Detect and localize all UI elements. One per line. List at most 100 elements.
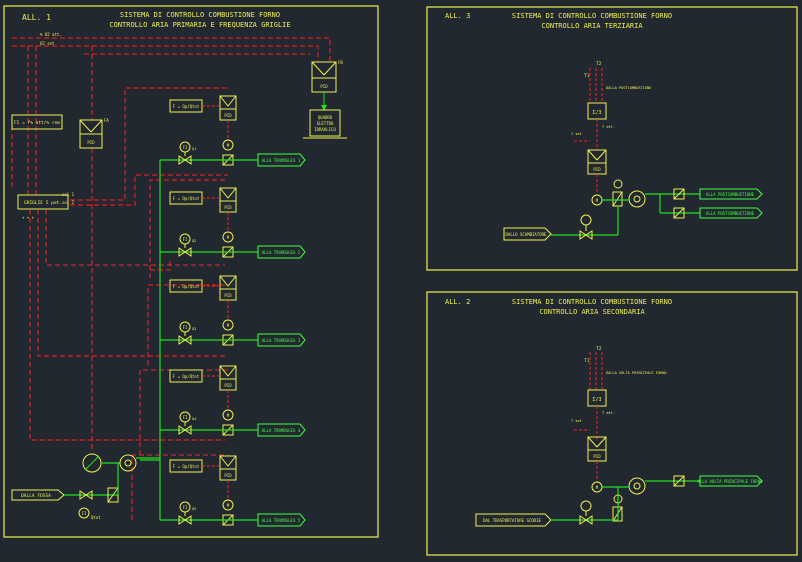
zone-valve bbox=[178, 515, 192, 525]
all1-grate-panel bbox=[17, 194, 69, 210]
all1-sig2: O2 set bbox=[40, 41, 55, 46]
zone-m: M bbox=[227, 503, 230, 508]
all1-grate-terminals: + + + bbox=[22, 215, 35, 220]
all2-title-line1: SISTEMA DI CONTROLLO COMBUSTIONE FORNO bbox=[512, 298, 672, 306]
all3-t-att: T att. bbox=[602, 125, 615, 129]
zone-fi: FI bbox=[183, 505, 188, 510]
all3-title-line1: SISTEMA DI CONTROLLO COMBUSTIONE FORNO bbox=[512, 12, 672, 20]
zone-valve bbox=[178, 247, 192, 257]
all1-pid-fa-label: PID bbox=[87, 140, 95, 145]
panel-all1: ALL. 1 SISTEMA DI CONTROLLO COMBUSTIONE … bbox=[3, 5, 379, 538]
zone-valve bbox=[178, 335, 192, 345]
panel-all2: ALL. 2 SISTEMA DI CONTROLLO COMBUSTIONE … bbox=[426, 291, 798, 556]
all3-pid: PID bbox=[593, 167, 601, 172]
zone-ratio: F = Qp/Qtot bbox=[173, 284, 200, 289]
zone-dest: ALLA TRAMOGGIA 4 bbox=[262, 428, 301, 433]
zone-motor bbox=[222, 409, 234, 421]
all2-pid: PID bbox=[593, 454, 601, 459]
all1-air-pipes bbox=[140, 159, 200, 521]
zone-motor bbox=[222, 139, 234, 151]
all3-temp-lines bbox=[589, 68, 603, 103]
zone-dest: ALLA TRAMOGGIA 2 bbox=[262, 250, 301, 255]
zone-m: M bbox=[227, 143, 230, 148]
zone-pid: PID bbox=[224, 205, 232, 210]
all1-title-line1: SISTEMA DI CONTROLLO COMBUSTIONE FORNO bbox=[120, 11, 280, 19]
all2-t-set: T set bbox=[571, 419, 582, 423]
panel-all3-frame bbox=[426, 6, 798, 271]
zone-motor bbox=[222, 319, 234, 331]
all1-fa-label: FA bbox=[104, 118, 109, 123]
all1-formula: FI = f% att/% rem bbox=[14, 120, 60, 126]
all1-source-arrow bbox=[11, 489, 65, 501]
all1-quadro-line3: IDRAULICO bbox=[314, 127, 336, 132]
zone-dest-arrow bbox=[257, 513, 306, 527]
all1-sel1: sel 1 bbox=[62, 192, 75, 197]
zone-dest-arrow bbox=[257, 153, 306, 167]
all3-tag: ALL. 3 bbox=[445, 12, 470, 20]
all3-t1: T1 bbox=[584, 73, 590, 79]
all2-fan bbox=[628, 477, 646, 495]
all3-t-set: T set bbox=[571, 132, 582, 136]
all3-fan bbox=[628, 190, 646, 208]
zone-dest: ALLA TRAMOGGIA 1 bbox=[262, 158, 301, 163]
all1-fb-label: FB bbox=[338, 60, 343, 65]
all3-from-post: DALLA POSTCOMBUSTIONE bbox=[606, 86, 651, 90]
zone-tag: Q4 bbox=[192, 417, 196, 421]
all3-source-arrow bbox=[503, 227, 552, 241]
zone-pid: PID bbox=[224, 293, 232, 298]
zone-pid: PID bbox=[224, 473, 232, 478]
all2-t1: T1 bbox=[584, 358, 590, 364]
all2-title-line2: CONTROLLO ARIA SECONDARIA bbox=[539, 308, 645, 316]
zone-dest-arrow bbox=[257, 333, 306, 347]
zone-m: M bbox=[227, 323, 230, 328]
zone-m: M bbox=[227, 235, 230, 240]
all2-temp-lines bbox=[589, 352, 603, 390]
all3-sigma: Σ/3 bbox=[592, 110, 601, 116]
panel-all2-frame bbox=[426, 291, 798, 556]
zone-fi: FI bbox=[183, 325, 188, 330]
zone-motor bbox=[222, 499, 234, 511]
zone-valve bbox=[178, 155, 192, 165]
zone-ratio: F = Qp/Qtot bbox=[173, 464, 200, 469]
all1-title-line2: CONTROLLO ARIA PRIMARIA E FREQUENZA GRIG… bbox=[109, 21, 290, 29]
zone-dest-arrow bbox=[257, 245, 306, 259]
zone-tag: Q3 bbox=[192, 327, 196, 331]
zone-fi: FI bbox=[183, 237, 188, 242]
zone-pid: PID bbox=[224, 113, 232, 118]
panel-all1-frame bbox=[3, 5, 379, 538]
all3-t2: T2 bbox=[596, 61, 602, 67]
all2-tag: ALL. 2 bbox=[445, 298, 470, 306]
zone-tag: Q1 bbox=[192, 147, 196, 151]
all1-qtot: Qtot bbox=[91, 515, 101, 520]
all1-sel2: sel 2 bbox=[62, 200, 75, 205]
all3-dest1-arrow bbox=[699, 188, 763, 200]
zone-valve bbox=[178, 425, 192, 435]
zone-m: M bbox=[227, 413, 230, 418]
all2-source-arrow bbox=[475, 513, 552, 527]
all1-fan bbox=[119, 454, 137, 472]
all2-from-volta: DALLA VOLTA PRINCIPALE FORNO bbox=[606, 371, 667, 375]
zone-dest: ALLA TRAMOGGIA 5 bbox=[262, 518, 301, 523]
zone-tag: Q2 bbox=[192, 239, 196, 243]
all3-m: M bbox=[596, 198, 599, 203]
all3-dest1: ALLA POSTCOMBUSTIONE bbox=[706, 192, 755, 197]
all1-signal-lines bbox=[11, 37, 331, 520]
zone-ratio: F = Qp/Qtot bbox=[173, 104, 200, 109]
all1-formula-box bbox=[11, 114, 63, 130]
all1-quadro-box bbox=[309, 109, 341, 137]
all1-tag: ALL. 1 bbox=[22, 13, 51, 22]
all2-t-att: T att. bbox=[602, 411, 615, 415]
zone-motor bbox=[222, 231, 234, 243]
zone-dest-arrow bbox=[257, 423, 306, 437]
zone-fi: FI bbox=[183, 145, 188, 150]
all2-t2: T2 bbox=[596, 346, 602, 352]
all1-grate-label: GRIGLIE 5 pot. bbox=[24, 200, 62, 206]
zone-pid: PID bbox=[224, 383, 232, 388]
